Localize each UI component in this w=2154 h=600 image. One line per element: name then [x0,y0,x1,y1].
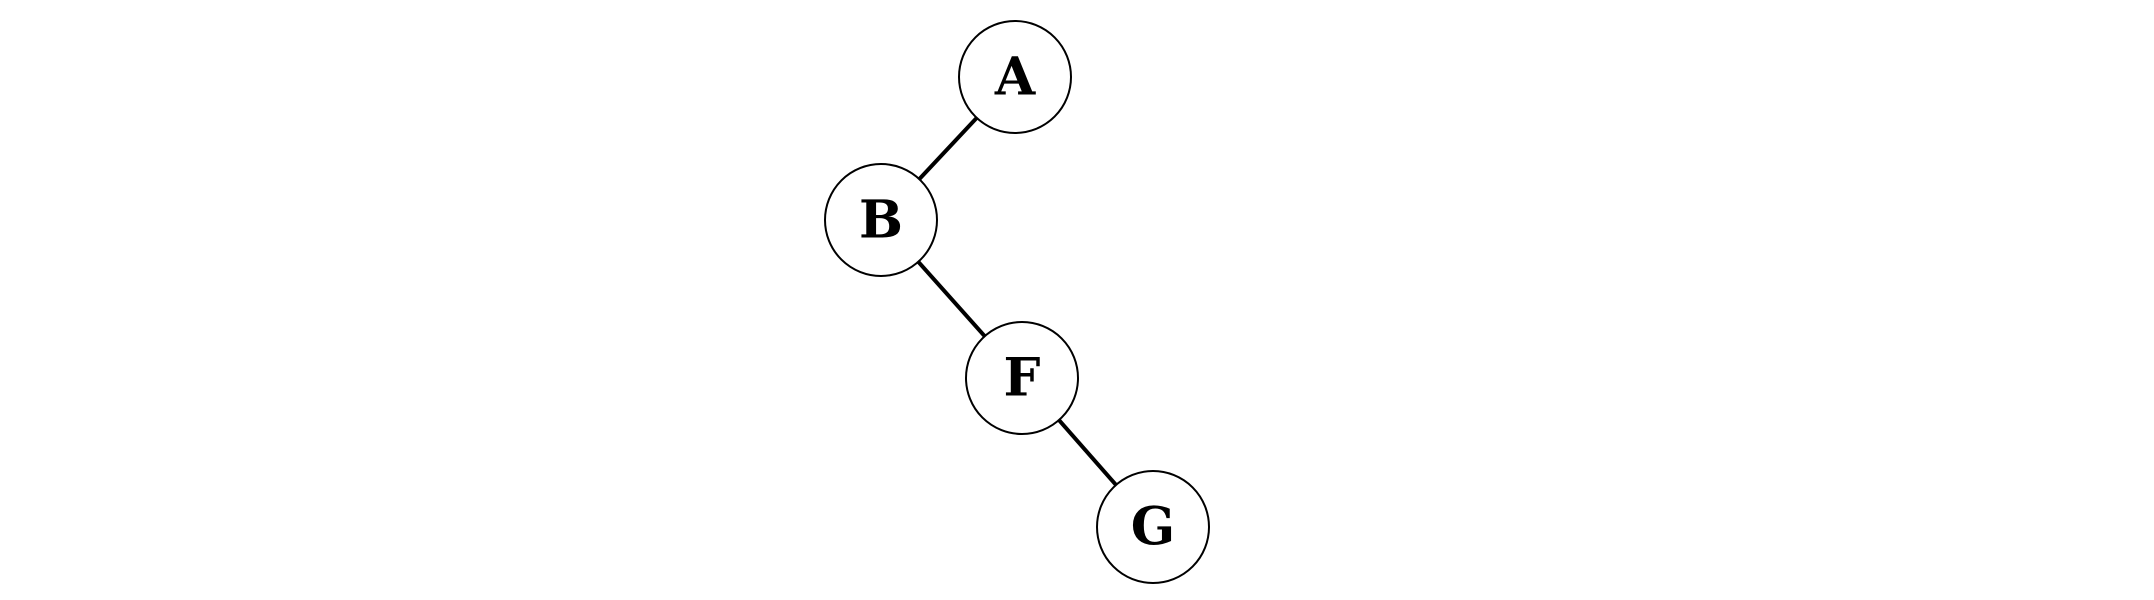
node-G: G [1096,470,1210,584]
node-circle-G [1096,470,1210,584]
node-F: F [965,321,1079,435]
node-A: A [958,20,1072,134]
node-label-G: G [1131,497,1175,558]
node-circle-F [965,321,1079,435]
node-circle-A [958,20,1072,134]
node-B: B [824,163,938,277]
node-label-A: A [994,47,1036,108]
node-label-F: F [1004,348,1041,409]
node-circle-B [824,163,938,277]
node-label-B: B [859,190,903,251]
